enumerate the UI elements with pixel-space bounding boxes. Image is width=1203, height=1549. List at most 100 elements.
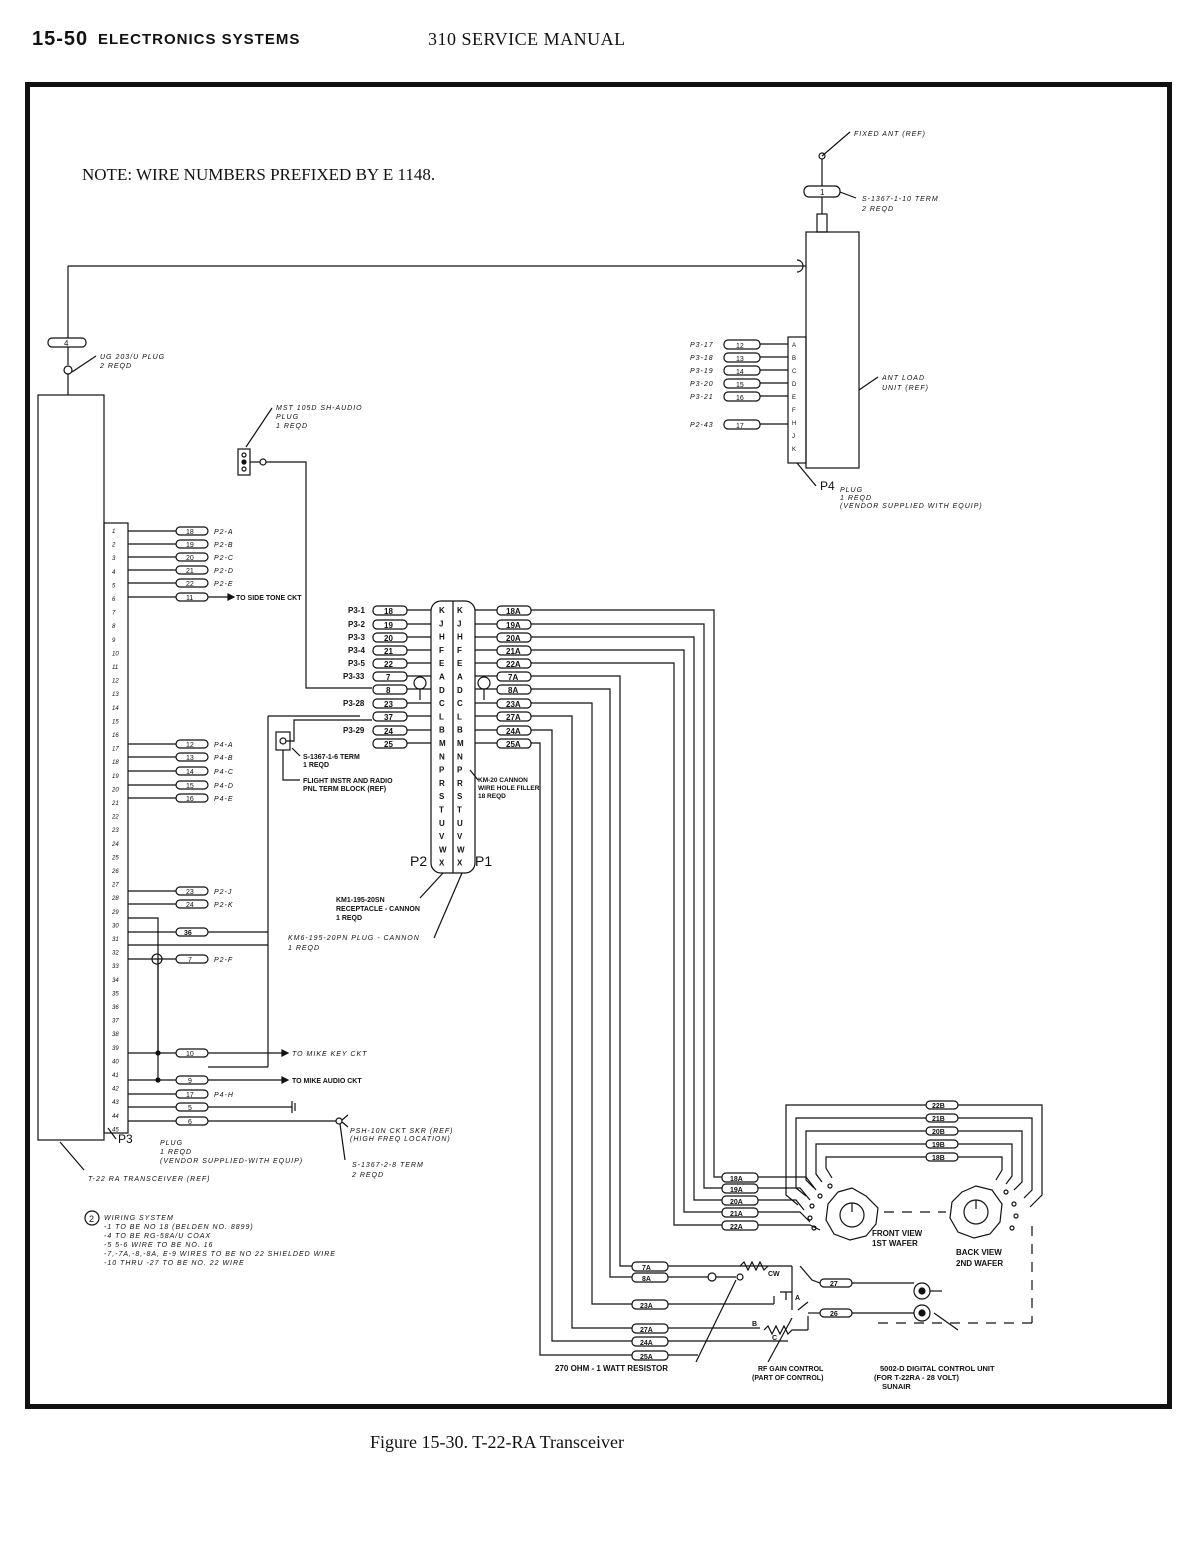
audio-plug-1: MST 105D SH-AUDIO	[276, 405, 363, 412]
connector-pin: F	[457, 646, 462, 655]
load-pin-e: E	[792, 395, 796, 401]
transceiver-pin: 26	[111, 869, 119, 875]
p1-label: P1	[475, 853, 492, 869]
load-pin-k: K	[792, 447, 796, 453]
connector-pin: F	[439, 646, 444, 655]
resistor-label: 270 OHM - 1 WATT RESISTOR	[555, 1364, 668, 1373]
section-title: ELECTRONICS SYSTEMS	[98, 31, 301, 48]
transceiver-wires-p4: 12 P4-A 13 P4-B 14 P4-C 15 P4-D 16 P4-E	[128, 739, 234, 803]
connector-pin: X	[457, 859, 463, 868]
p3-plug-3: (VENDOR SUPPLIED-WITH EQUIP)	[160, 1158, 303, 1165]
trx-wire: 11	[186, 595, 193, 602]
term-block-term-1: S-1367-1-6 TERM	[303, 754, 360, 761]
term-block-term-2: 1 REQD	[303, 762, 329, 769]
wafer-top-wires: 22B 21B 20B 19B 18B	[785, 1100, 1043, 1208]
load-wire-num: 17	[736, 423, 744, 430]
p4-plug-3: (VENDOR SUPPLIED WITH EQUIP)	[840, 503, 983, 510]
conn-right-wire: 24A	[506, 727, 521, 736]
transceiver-pin: 29	[111, 910, 119, 916]
load-wire-num: 15	[736, 382, 744, 389]
trx-wire: 36	[184, 930, 192, 937]
connector-pin: W	[439, 845, 447, 854]
trx-dest: P2-J	[214, 889, 232, 896]
wafer-top-wire: 22B	[932, 1103, 945, 1110]
conn-wire: 18	[384, 607, 393, 616]
transceiver-pin: 1	[112, 529, 115, 535]
trx-dest: P2-D	[214, 568, 234, 575]
transceiver-pin: 43	[112, 1100, 119, 1106]
transceiver-pin: 37	[112, 1019, 119, 1025]
connector-pin: X	[439, 859, 445, 868]
conn-from: P3-28	[343, 699, 365, 708]
wafer-top-wire: 18B	[932, 1155, 945, 1162]
trx-dest: P4-A	[214, 742, 234, 749]
conn-from: P3-2	[348, 620, 365, 629]
transceiver-pin: 4	[112, 570, 116, 576]
transceiver-label: T-22 RA TRANSCEIVER (REF)	[88, 1176, 211, 1183]
unit-label-1: 5002-D DIGITAL CONTROL UNIT	[880, 1364, 995, 1373]
connector-pin: N	[439, 752, 445, 761]
load-wire-row: P3-17 12	[690, 339, 788, 350]
transceiver-pin: 25	[111, 855, 119, 861]
wafer-bottom-wires: 18A 19A 20A 21A 22A	[721, 1172, 821, 1231]
conn-right-wire: 25A	[506, 740, 521, 749]
transceiver-pin: 19	[112, 774, 119, 780]
wafer-top-wire: 20B	[932, 1129, 945, 1136]
transceiver-wires-top: 18 P2-A 19 P2-B 20 P2-C 21 P2-D 22 P2-E …	[128, 526, 302, 602]
conn-wire: 7	[386, 673, 391, 682]
conn-wire: 19	[384, 621, 393, 630]
transceiver-pin: 39	[112, 1046, 119, 1052]
fixed-ant-label: FIXED ANT (REF)	[854, 131, 926, 138]
load-wire-num: 16	[736, 395, 744, 402]
trx-wire: 6	[188, 1119, 192, 1126]
load-wire-num: 14	[736, 369, 744, 376]
receptacle-3: 1 REQD	[336, 915, 362, 922]
transceiver-pin: 42	[112, 1087, 119, 1093]
conn-from: P3-3	[348, 633, 365, 642]
lower-wire: 24A	[640, 1340, 653, 1347]
connector-pin: P	[457, 766, 463, 775]
connector-pin: V	[457, 832, 463, 841]
conn-wire: 21	[384, 647, 393, 656]
unit-label-3: SUNAIR	[882, 1382, 911, 1391]
speaker-label-1: PSH-10N CKT SKR (REF)	[350, 1128, 453, 1135]
transceiver-pin: 5	[112, 583, 116, 589]
transceiver-pin: 23	[111, 828, 119, 834]
trx-wire: 9	[188, 1078, 192, 1085]
load-wire-row: P3-19 14	[690, 365, 788, 376]
connector-pin: A	[457, 673, 463, 682]
conn-wire: 20	[384, 634, 393, 643]
transceiver-pin: 41	[112, 1073, 119, 1079]
load-wire-row: P2-43 17	[690, 419, 788, 430]
wiring-marker: 2	[89, 1214, 94, 1224]
transceiver-pin: 9	[112, 638, 116, 644]
transceiver-pin: 13	[112, 692, 119, 698]
transceiver-pin: 35	[112, 991, 119, 997]
connector-pin: H	[457, 633, 463, 642]
trx-wire: 12	[186, 742, 194, 749]
filler-label-1: KM-20 CANNON	[478, 777, 528, 784]
trx-dest: P4-H	[214, 1092, 234, 1099]
pot-b: B	[752, 1321, 757, 1328]
load-wire-from: P3-19	[690, 368, 714, 375]
connector-pin: P	[439, 766, 445, 775]
speaker: PSH-10N CKT SKR (REF) (HIGH FREQ LOCATIO…	[335, 1114, 453, 1179]
front-view-2: 1ST WAFER	[872, 1239, 918, 1248]
antenna-wire: 1	[820, 188, 825, 197]
receptacle-2: RECEPTACLE - CANNON	[336, 906, 420, 913]
trx-dest: P4-D	[214, 783, 234, 790]
transceiver-pin: 7	[112, 611, 116, 617]
transceiver-pin: 6	[112, 597, 116, 603]
wire-26: 26	[830, 1311, 838, 1318]
connector-pin: V	[439, 832, 445, 841]
lower-wire: 23A	[640, 1303, 653, 1310]
audio-plug-2: PLUG	[276, 414, 299, 421]
wafer-top-wire: 21B	[932, 1116, 945, 1123]
trx-wire: 7	[188, 957, 192, 964]
back-view-2: 2ND WAFER	[956, 1259, 1003, 1268]
coax-plug-1: UG 203/U PLUG	[100, 354, 165, 361]
connector-pin: D	[457, 686, 463, 695]
transceiver-pin: 22	[111, 815, 119, 821]
connector-pin: K	[439, 606, 445, 615]
